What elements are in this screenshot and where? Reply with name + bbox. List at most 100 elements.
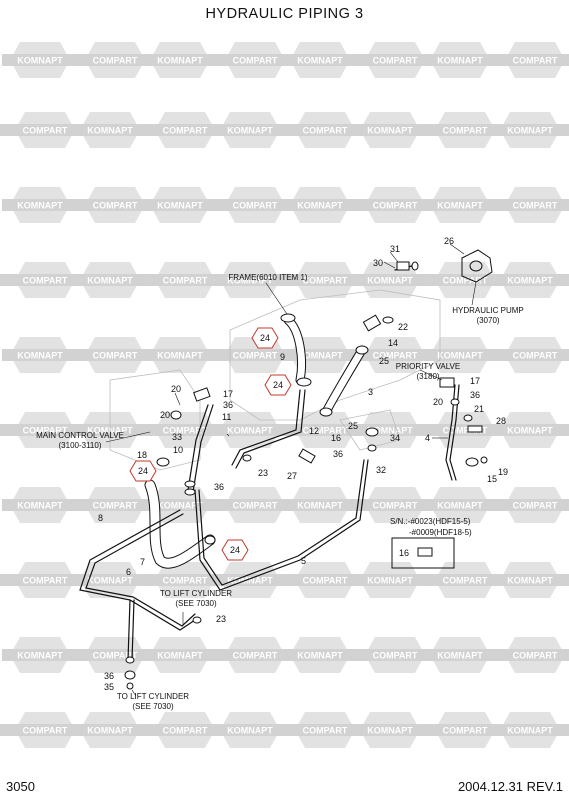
callout-20c: 20 [433,397,443,407]
svg-text:KOMNAPT: KOMNAPT [507,726,553,736]
watermark-badge: COMPART [357,337,433,373]
svg-text:COMPART: COMPART [163,426,208,436]
watermark-badge: COMPART [427,712,503,748]
watermark-badge: COMPART [217,42,293,78]
svg-text:KOMNAPT: KOMNAPT [227,426,273,436]
callout-19: 19 [498,467,508,477]
callout-17a: 17 [223,389,233,399]
label-sn-line1: S/N.:-#0023(HDF15-5) [390,517,471,526]
svg-text:COMPART: COMPART [233,201,278,211]
watermark-badge: KOMNAPT [562,349,569,361]
callout-10: 10 [173,445,183,455]
svg-text:KOMNAPT: KOMNAPT [367,426,413,436]
callout-6: 6 [126,567,131,577]
watermark-badge: COMPART [567,124,569,136]
frame-outline [109,289,441,471]
svg-text:COMPART: COMPART [23,126,68,136]
hex-marker-4: 24 [221,539,249,561]
watermark-badge: COMPART [427,412,503,448]
watermark-badge: COMPART [7,262,83,298]
revision-date: 2004.12.31 REV.1 [457,779,563,794]
watermark-badge: KOMNAPT [352,112,428,148]
svg-text:KOMNAPT: KOMNAPT [437,351,483,361]
watermark-badge: KOMNAPT [422,337,498,373]
callout-15: 15 [487,474,497,484]
callout-7: 7 [140,557,145,567]
watermark-badge: KOMNAPT [212,112,288,148]
label-to-lift-cylinder-2-ref: (SEE 7030) [132,702,174,711]
watermark-badge: KOMNAPT [72,712,148,748]
svg-text:KOMNAPT: KOMNAPT [297,351,343,361]
svg-text:KOMNAPT: KOMNAPT [297,201,343,211]
watermark-badge: KOMNAPT [492,412,568,448]
callout-11: 11 [222,412,231,422]
svg-text:COMPART: COMPART [23,726,68,736]
svg-text:COMPART: COMPART [23,276,68,286]
svg-text:KOMNAPT: KOMNAPT [437,651,483,661]
svg-text:KOMNAPT: KOMNAPT [227,276,273,286]
callout-34: 34 [390,433,400,443]
svg-text:COMPART: COMPART [513,201,558,211]
watermark-badge: COMPART [497,487,569,523]
svg-text:COMPART: COMPART [93,651,138,661]
watermark-badge: KOMNAPT [422,187,498,223]
watermark-badge: COMPART [497,42,569,78]
callout-20b: 20 [160,410,170,420]
pipes [79,265,460,661]
watermark-badge: KOMNAPT [422,637,498,673]
svg-text:COMPART: COMPART [373,651,418,661]
watermark-badge: KOMNAPT [492,712,568,748]
watermark-badge: KOMNAPT [0,424,8,436]
svg-text:KOMNAPT: KOMNAPT [507,426,553,436]
svg-text:KOMNAPT: KOMNAPT [17,501,63,511]
svg-text:KOMNAPT: KOMNAPT [367,126,413,136]
svg-text:COMPART: COMPART [443,426,488,436]
watermark-badge: KOMNAPT [562,499,569,511]
watermark-badge: COMPART [357,637,433,673]
watermark-badge: COMPART [7,562,83,598]
svg-text:COMPART: COMPART [303,576,348,586]
watermark-badge: COMPART [497,337,569,373]
callout-16b: 16 [399,548,409,558]
callout-36c: 36 [470,390,480,400]
callout-23a: 23 [258,468,268,478]
watermark-badge: COMPART [147,712,223,748]
label-sn-line2: -#0009(HDF18-5) [409,528,472,537]
watermark-badge: COMPART [217,187,293,223]
svg-text:COMPART: COMPART [93,351,138,361]
watermark-badge: COMPART [147,562,223,598]
svg-text:24: 24 [230,545,240,555]
callout-22: 22 [398,322,408,332]
svg-text:COMPART: COMPART [233,351,278,361]
svg-text:COMPART: COMPART [443,276,488,286]
leader-lines [105,243,477,697]
watermark-badge: COMPART [7,712,83,748]
watermark-badge: KOMNAPT [142,187,218,223]
svg-text:COMPART: COMPART [23,576,68,586]
svg-text:KOMNAPT: KOMNAPT [437,501,483,511]
watermark-badge: COMPART [287,712,363,748]
watermark-badge: KOMNAPT [562,199,569,211]
watermark-badge: COMPART [567,724,569,736]
svg-text:COMPART: COMPART [93,201,138,211]
svg-text:COMPART: COMPART [303,726,348,736]
callout-25b: 25 [348,421,358,431]
svg-text:KOMNAPT: KOMNAPT [367,726,413,736]
callout-16a: 16 [331,433,341,443]
label-to-lift-cylinder-1-ref: (SEE 7030) [175,599,217,608]
label-main-control-valve-ref: (3100-3110) [59,441,102,450]
callout-25a: 25 [379,356,389,366]
svg-text:COMPART: COMPART [303,126,348,136]
watermark-badge: KOMNAPT [352,562,428,598]
watermark-badge: COMPART [147,412,223,448]
svg-text:KOMNAPT: KOMNAPT [157,201,203,211]
callout-33: 33 [172,432,182,442]
svg-text:COMPART: COMPART [93,56,138,66]
watermark-badge: COMPART [287,562,363,598]
watermark-badge: COMPART [287,112,363,148]
callout-36e: 36 [104,671,114,681]
watermark-badge: KOMNAPT [142,637,218,673]
svg-text:KOMNAPT: KOMNAPT [17,351,63,361]
svg-text:KOMNAPT: KOMNAPT [157,56,203,66]
